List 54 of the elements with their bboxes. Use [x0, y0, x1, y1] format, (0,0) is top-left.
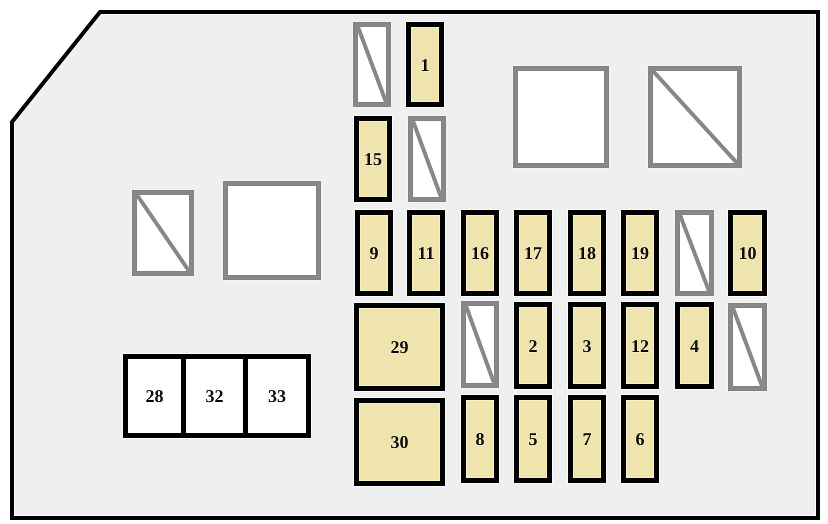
fuse: [514, 302, 552, 389]
unused-slot: [461, 301, 499, 388]
fuse-number: 6: [636, 430, 644, 448]
fuse: [354, 398, 445, 486]
fuse: [514, 395, 552, 483]
fuse: [621, 395, 659, 483]
fuse-number: 1: [420, 56, 430, 74]
relay-number: 32: [206, 387, 224, 405]
fuse-number: 8: [476, 430, 484, 448]
fuse-number: 5: [528, 430, 538, 448]
fuse: [621, 210, 659, 296]
fuse-number: 30: [390, 433, 408, 451]
unused-slot: [132, 190, 194, 276]
fuse: [461, 395, 499, 483]
fuse-number: 29: [390, 338, 408, 356]
fuse-number: 12: [631, 336, 649, 354]
relay: [123, 354, 186, 438]
fuse: [407, 210, 445, 296]
fuse-number: 10: [738, 244, 756, 262]
empty-relay-slot: [223, 181, 321, 280]
fuse-number: 15: [364, 150, 382, 168]
fuse: [675, 302, 714, 389]
fuse: [568, 395, 606, 483]
relay: [186, 354, 248, 438]
relay-number: 33: [268, 387, 286, 405]
fuse: [728, 210, 767, 296]
fuse: [568, 302, 606, 389]
empty-relay-slot: [513, 66, 609, 168]
unused-slot: [648, 66, 742, 168]
fuse: [514, 210, 552, 296]
unused-slot: [408, 116, 446, 202]
fuse-number: 11: [418, 244, 434, 262]
fuse-number: 2: [528, 336, 538, 354]
fuse-number: 7: [582, 430, 592, 448]
fuse: [461, 210, 499, 296]
fuse-box-housing: [10, 10, 820, 520]
fuse: [355, 210, 393, 296]
fuse: [406, 22, 444, 107]
relay: [248, 354, 311, 438]
fuse-number: 9: [370, 244, 378, 262]
unused-slot: [675, 210, 714, 296]
fuse: [568, 210, 606, 296]
fuse-number: 3: [582, 336, 592, 354]
unused-slot: [728, 303, 767, 391]
fuse-number: 17: [524, 244, 542, 262]
relay-number: 28: [146, 387, 164, 405]
fuse-number: 18: [578, 244, 596, 262]
unused-slot: [353, 22, 391, 107]
fuse-number: 4: [690, 336, 699, 354]
fuse-number: 19: [631, 244, 649, 262]
fuse: [621, 302, 659, 389]
fuse: [354, 116, 392, 202]
fuse-number: 16: [471, 244, 489, 262]
fuse: [354, 303, 445, 391]
